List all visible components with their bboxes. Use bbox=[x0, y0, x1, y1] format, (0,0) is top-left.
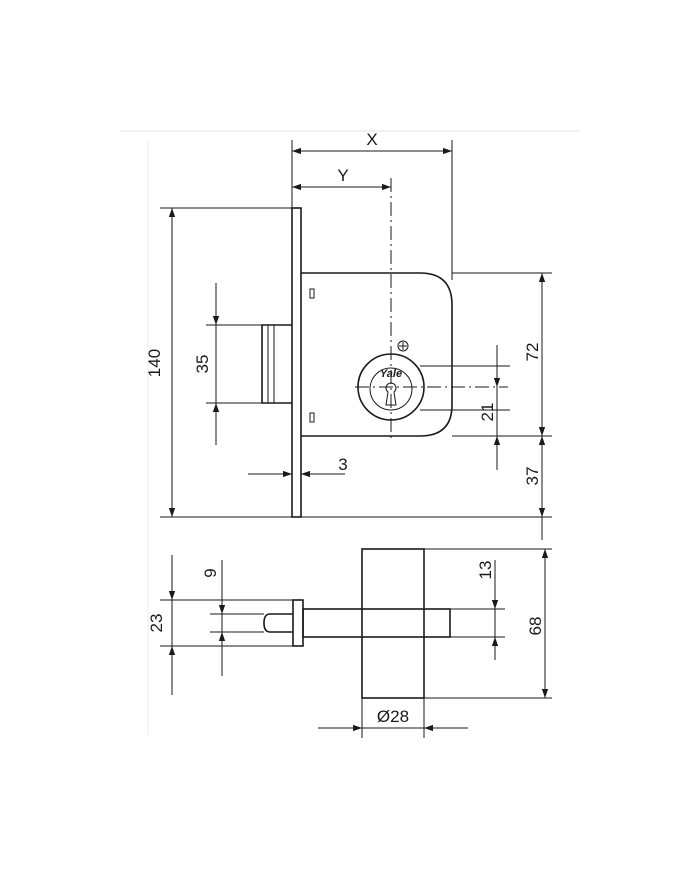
screw-slot-top bbox=[309, 288, 315, 299]
faceplate bbox=[291, 207, 302, 518]
cylinder-inner bbox=[369, 367, 413, 411]
latch-bolt bbox=[261, 324, 292, 404]
keyhole bbox=[385, 382, 397, 406]
side-bolt bbox=[302, 608, 451, 638]
dim-35-label: 35 bbox=[193, 355, 212, 374]
dim-21: 21 bbox=[420, 345, 510, 470]
dim-9-label: 9 bbox=[201, 568, 220, 577]
dim-3: 3 bbox=[248, 455, 348, 478]
dim-13-label: 13 bbox=[476, 561, 495, 580]
dim-140-label: 140 bbox=[145, 349, 164, 377]
dim-x: X bbox=[291, 130, 453, 280]
front-view: Yale bbox=[261, 178, 508, 518]
screw-slot-bottom bbox=[309, 412, 315, 423]
spindle-screw-cross bbox=[399, 342, 407, 350]
dim-72-label: 72 bbox=[523, 343, 542, 362]
dim-37-label: 37 bbox=[523, 467, 542, 486]
dim-21-label: 21 bbox=[478, 403, 497, 422]
dim-28: Ø28 bbox=[318, 698, 468, 738]
dim-68-label: 68 bbox=[526, 617, 545, 636]
dim-y-label: Y bbox=[337, 166, 348, 185]
lock-case bbox=[301, 272, 453, 437]
side-latch-tip bbox=[263, 613, 293, 633]
side-faceplate bbox=[292, 599, 304, 647]
dim-140: 140 bbox=[145, 207, 292, 518]
dim-y: Y bbox=[292, 166, 391, 191]
dim-35: 35 bbox=[193, 283, 262, 445]
dim-28-label: Ø28 bbox=[377, 707, 409, 726]
dim-23-label: 23 bbox=[147, 614, 166, 633]
side-view bbox=[263, 548, 451, 699]
dim-right-stack: 72 37 bbox=[301, 272, 552, 540]
side-body bbox=[361, 548, 425, 699]
spindle-screw bbox=[397, 340, 409, 352]
dim-9-23: 9 23 bbox=[147, 555, 293, 695]
dim-3-label: 3 bbox=[338, 455, 347, 474]
dim-13-68: 13 68 bbox=[424, 548, 552, 699]
dim-x-label: X bbox=[366, 130, 377, 149]
